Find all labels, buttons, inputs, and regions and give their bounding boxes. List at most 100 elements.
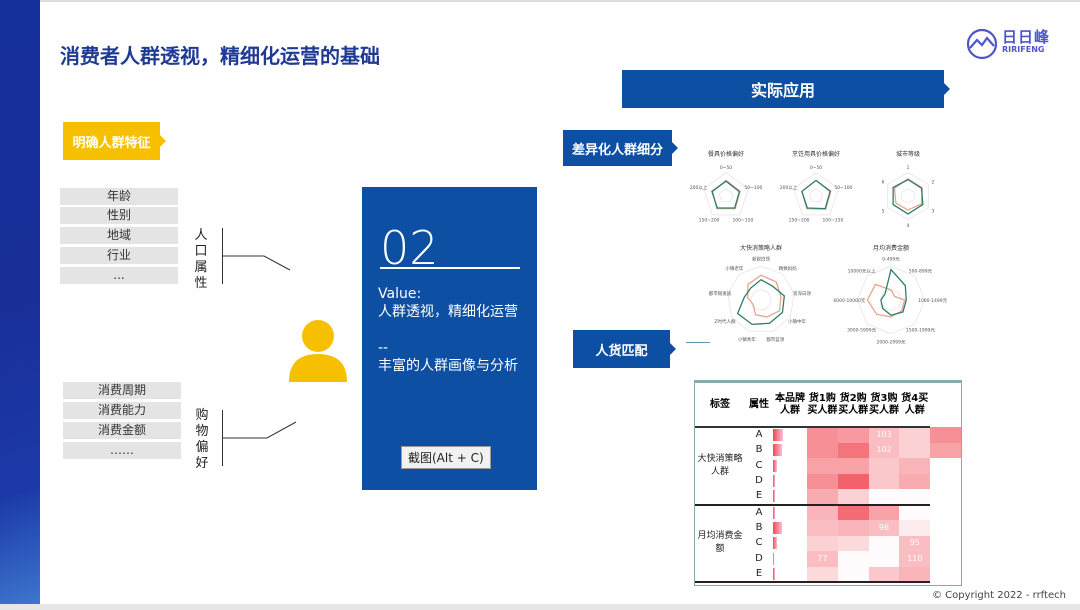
heat-cell	[807, 535, 838, 551]
card-divider	[380, 267, 520, 269]
product-crowd-match-tag: 人货匹配	[573, 330, 676, 368]
radar-series	[866, 283, 906, 318]
heat-cell	[837, 520, 869, 536]
heat-cell	[869, 536, 900, 552]
brand-bar-cell	[773, 520, 807, 536]
heat-cell	[837, 535, 869, 551]
heat-cell	[868, 473, 900, 489]
card-text: Value: 人群透视，精细化运营 -- 丰富的人群画像与分析	[378, 286, 518, 374]
heat-cell	[930, 442, 961, 458]
column-header: 本品牌人群	[773, 383, 807, 428]
screenshot-tooltip: 截图(Alt + C)	[401, 446, 491, 469]
heat-cell	[807, 427, 838, 443]
radar-axis-label: 2000-2999元	[876, 340, 906, 346]
heat-cell	[868, 458, 900, 474]
heat-cell	[837, 473, 869, 489]
radar-axis-label: 10000元以上	[848, 268, 876, 275]
shopping-label: 购物偏好	[195, 408, 209, 471]
list-item: 性别	[60, 207, 178, 224]
heat-cell	[899, 489, 931, 506]
brand-bar-cell	[773, 443, 807, 459]
radar-axis-label: 精致妈妈	[779, 265, 797, 272]
radar-axis-label: 2	[932, 180, 935, 186]
radar-axis-label: 200以上	[780, 184, 798, 191]
attribute-cell: C	[755, 459, 763, 471]
radar-axis-label: 1	[907, 165, 910, 171]
heat-cell	[807, 520, 838, 536]
radar-title: 月均消费金额	[873, 244, 909, 252]
radar-title: 烹饪用具价格偏好	[792, 150, 840, 158]
column-header: 货1购买人群	[807, 383, 838, 428]
heat-cell: 103	[868, 427, 900, 443]
mountain-logo-icon	[966, 28, 998, 60]
column-header: 属性	[745, 383, 773, 428]
brand-bar-cell	[773, 458, 807, 474]
table-row: C	[695, 458, 961, 474]
radar-series	[880, 268, 907, 316]
attribute-cell: D	[755, 475, 763, 487]
heat-cell	[807, 489, 838, 506]
brand-bar-cell	[773, 536, 807, 552]
crowd-segmentation-tag: 差异化人群细分	[563, 130, 678, 166]
brand-bar	[773, 506, 776, 519]
radar-axis-label: 资深白领	[793, 290, 811, 297]
list-item: 消费周期	[63, 382, 181, 399]
slide-title: 消费者人群透视，精细化运营的基础	[60, 44, 380, 68]
radar-series	[801, 179, 831, 210]
table-row: D	[695, 473, 961, 490]
heat-cell	[807, 442, 838, 458]
group-label: 大快消策略人群	[695, 427, 745, 506]
radar-title: 城市等级	[896, 150, 920, 158]
radar-axis-label: Z时代人群	[714, 318, 736, 325]
radar-axis-label: 小镇中年	[788, 318, 806, 325]
heat-cell	[930, 427, 961, 443]
brand-bar	[773, 537, 778, 550]
radar-axis-label: 150~200	[789, 217, 810, 223]
list-item: 年龄	[60, 188, 178, 205]
column-header: 货4买人群	[899, 383, 931, 428]
heat-cell	[837, 458, 869, 474]
brand-bar-cell	[773, 489, 807, 506]
radar-grid	[887, 172, 929, 220]
radar-axis-label: 小镇青年	[738, 336, 756, 343]
radar-axis-label: 50~100	[744, 185, 762, 191]
logo-text: 日日峰	[1002, 28, 1051, 46]
radar-axis-label: 1500-1999元	[906, 327, 936, 333]
heat-cell	[899, 427, 931, 443]
radar-axis-label: 0~50	[810, 165, 822, 171]
radar-series	[892, 178, 924, 215]
radar-grid	[727, 265, 795, 333]
list-item: ...	[60, 267, 178, 284]
brand-bar	[773, 475, 776, 488]
table-row: E	[695, 489, 961, 506]
list-item: ……	[63, 442, 181, 459]
bottom-border	[0, 604, 1080, 610]
radar-axis-label: 1000-1499元	[918, 298, 948, 304]
radar-chart: 月均消费金额0-499元500-899元1000-1499元1500-1999元…	[833, 244, 947, 346]
brand-bar	[773, 552, 775, 565]
logo-subtext: RIRIFENG	[1002, 45, 1045, 54]
heat-cell	[837, 489, 869, 506]
radar-axis-label: 100~150	[822, 217, 843, 223]
radar-grid	[793, 172, 839, 216]
radar-grid	[856, 265, 926, 335]
radar-axis-label: 0-499元	[882, 256, 900, 262]
radar-grid	[718, 188, 734, 203]
column-header: 标签	[695, 383, 745, 428]
heat-cell	[807, 473, 838, 489]
heat-cell	[899, 566, 931, 583]
brand-bar	[773, 521, 782, 534]
group-label: 月均消费金额	[695, 504, 745, 583]
brand-bar-cell	[773, 474, 807, 490]
brand-bar	[773, 444, 782, 457]
brand-bar	[773, 490, 775, 503]
brand-bar-cell	[773, 505, 807, 521]
radar-axis-label: 6	[882, 180, 885, 186]
